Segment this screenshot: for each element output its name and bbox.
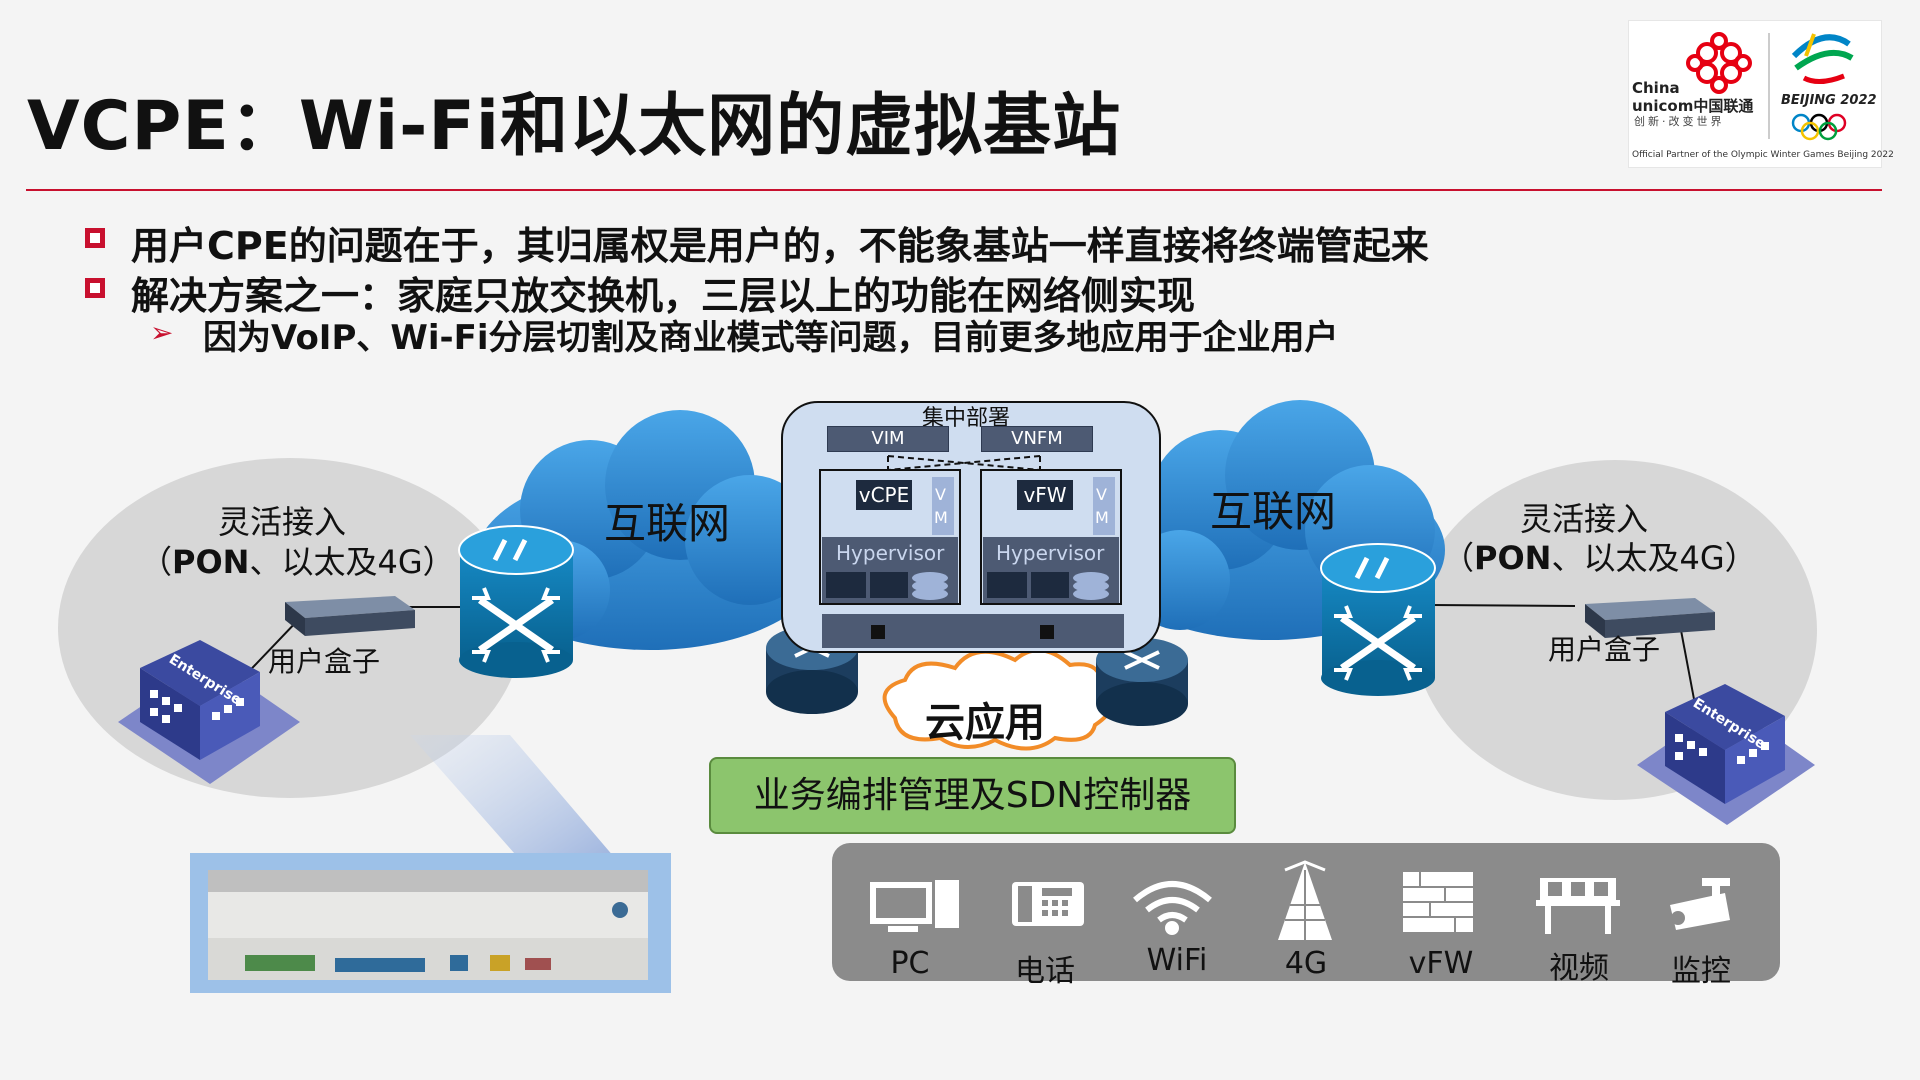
right-access-rest: 、以太及4G） xyxy=(1551,539,1757,577)
enterprise-building-right-icon xyxy=(1637,684,1815,825)
logo-slogan: 创新·改变世界 xyxy=(1634,115,1725,128)
right-paren-open: （ xyxy=(1442,539,1475,577)
right-pon: PON xyxy=(1474,539,1552,577)
port-right xyxy=(1040,625,1054,639)
left-access-line1: 灵活接入 xyxy=(218,503,347,541)
terminal-label-phone: 电话 xyxy=(1015,954,1075,989)
firewall-icon xyxy=(1403,872,1473,932)
bullet-1-text: 用户CPE的问题在于，其归属权是用户的，不能象基站一样直接将终端管起来 xyxy=(131,224,1429,268)
hypervisor-label-right: Hypervisor xyxy=(996,541,1105,565)
vnfm-block: VNFM xyxy=(981,426,1093,452)
port-left xyxy=(871,625,885,639)
left-user-box-label: 用户盒子 xyxy=(268,645,381,678)
server-hardware-icon xyxy=(826,572,1069,598)
hypervisor-label-left: Hypervisor xyxy=(836,541,945,565)
left-paren-open: （ xyxy=(140,543,173,581)
vfw-tag: vFW xyxy=(1017,480,1073,510)
camera-icon xyxy=(1670,878,1730,930)
beijing-2022-emblem-icon xyxy=(1791,33,1854,84)
sdn-controller-box xyxy=(709,757,1236,834)
terminal-label-monitor: 监控 xyxy=(1671,954,1731,989)
vm-label-left-v: V xyxy=(935,485,946,504)
logo-panel xyxy=(1628,20,1882,168)
arrow-bullet-icon: ➢ xyxy=(150,316,174,349)
left-access-line2: （PON、以太及4G） xyxy=(140,537,455,583)
tower-4g-icon xyxy=(1278,860,1332,940)
user-box-right-icon xyxy=(1585,598,1715,638)
user-box-left-icon xyxy=(285,596,415,636)
right-access-line1: 灵活接入 xyxy=(1520,500,1649,538)
terminal-label-wifi: WiFi xyxy=(1146,943,1208,978)
cpe-device-photo xyxy=(208,870,648,980)
square-bullet-icon xyxy=(85,228,105,248)
video-icon xyxy=(1536,878,1620,934)
cloud-app-label: 云应用 xyxy=(925,700,1045,746)
terminal-label-pc: PC xyxy=(890,946,930,981)
panel-switch-bar xyxy=(822,614,1124,648)
vm-label-right-m: M xyxy=(1095,508,1109,527)
china-unicom-knot-icon xyxy=(1686,32,1752,94)
left-access-rest: 、以太及4G） xyxy=(249,543,455,581)
vm-bar-left xyxy=(932,477,954,535)
vm-label-right-v: V xyxy=(1096,485,1107,504)
switch-left-icon xyxy=(458,525,574,678)
vm-bar-right xyxy=(1093,477,1115,535)
logo-event: BEIJING 2022 xyxy=(1781,93,1877,108)
vm-frame-vfw xyxy=(980,469,1122,605)
logo-brand-line1: China xyxy=(1632,79,1680,97)
title-divider xyxy=(26,189,1882,191)
internet-label-left: 互联网 xyxy=(604,499,731,548)
terminal-label-video: 视频 xyxy=(1549,951,1609,986)
terminal-label-vfw: vFW xyxy=(1408,946,1474,981)
logo-brand-line2: unicom中国联通 xyxy=(1632,97,1754,115)
terminal-label-4g: 4G xyxy=(1284,946,1328,981)
bullet-2-text: 解决方案之一：家庭只放交换机，三层以上的功能在网络侧实现 xyxy=(131,274,1196,318)
vim-block: VIM xyxy=(827,426,949,452)
logo-graphic xyxy=(1686,32,1854,141)
right-user-box-label: 用户盒子 xyxy=(1548,633,1661,666)
link-right-switch-box xyxy=(1429,604,1576,607)
internet-label-right: 互联网 xyxy=(1210,487,1337,536)
vm-frame-vcpe xyxy=(819,469,961,605)
enterprise-building-left-icon xyxy=(118,640,300,784)
switch-right-icon xyxy=(1320,543,1436,696)
storage-icon xyxy=(912,572,1109,600)
sub-bullet-text: 因为VoIP、Wi-Fi分层切割及商业模式等问题，目前更多地应用于企业用户 xyxy=(203,318,1339,358)
sdn-controller-label: 业务编排管理及SDN控制器 xyxy=(753,775,1192,816)
page-title: VCPE：Wi-Fi和以太网的虚拟基站 xyxy=(27,87,1122,166)
logo-partner-text: Official Partner of the Olympic Winter G… xyxy=(1632,150,1894,160)
wifi-icon xyxy=(1133,881,1212,935)
square-bullet-icon xyxy=(85,278,105,298)
vcpe-tag: vCPE xyxy=(856,480,912,510)
olympic-rings-icon xyxy=(1791,113,1847,141)
left-pon: PON xyxy=(172,543,250,581)
router-right-icon xyxy=(1096,638,1188,726)
phone-icon xyxy=(1012,882,1084,926)
pc-icon xyxy=(870,880,959,932)
vm-label-left-m: M xyxy=(934,508,948,527)
right-access-line2: （PON、以太及4G） xyxy=(1442,533,1757,579)
